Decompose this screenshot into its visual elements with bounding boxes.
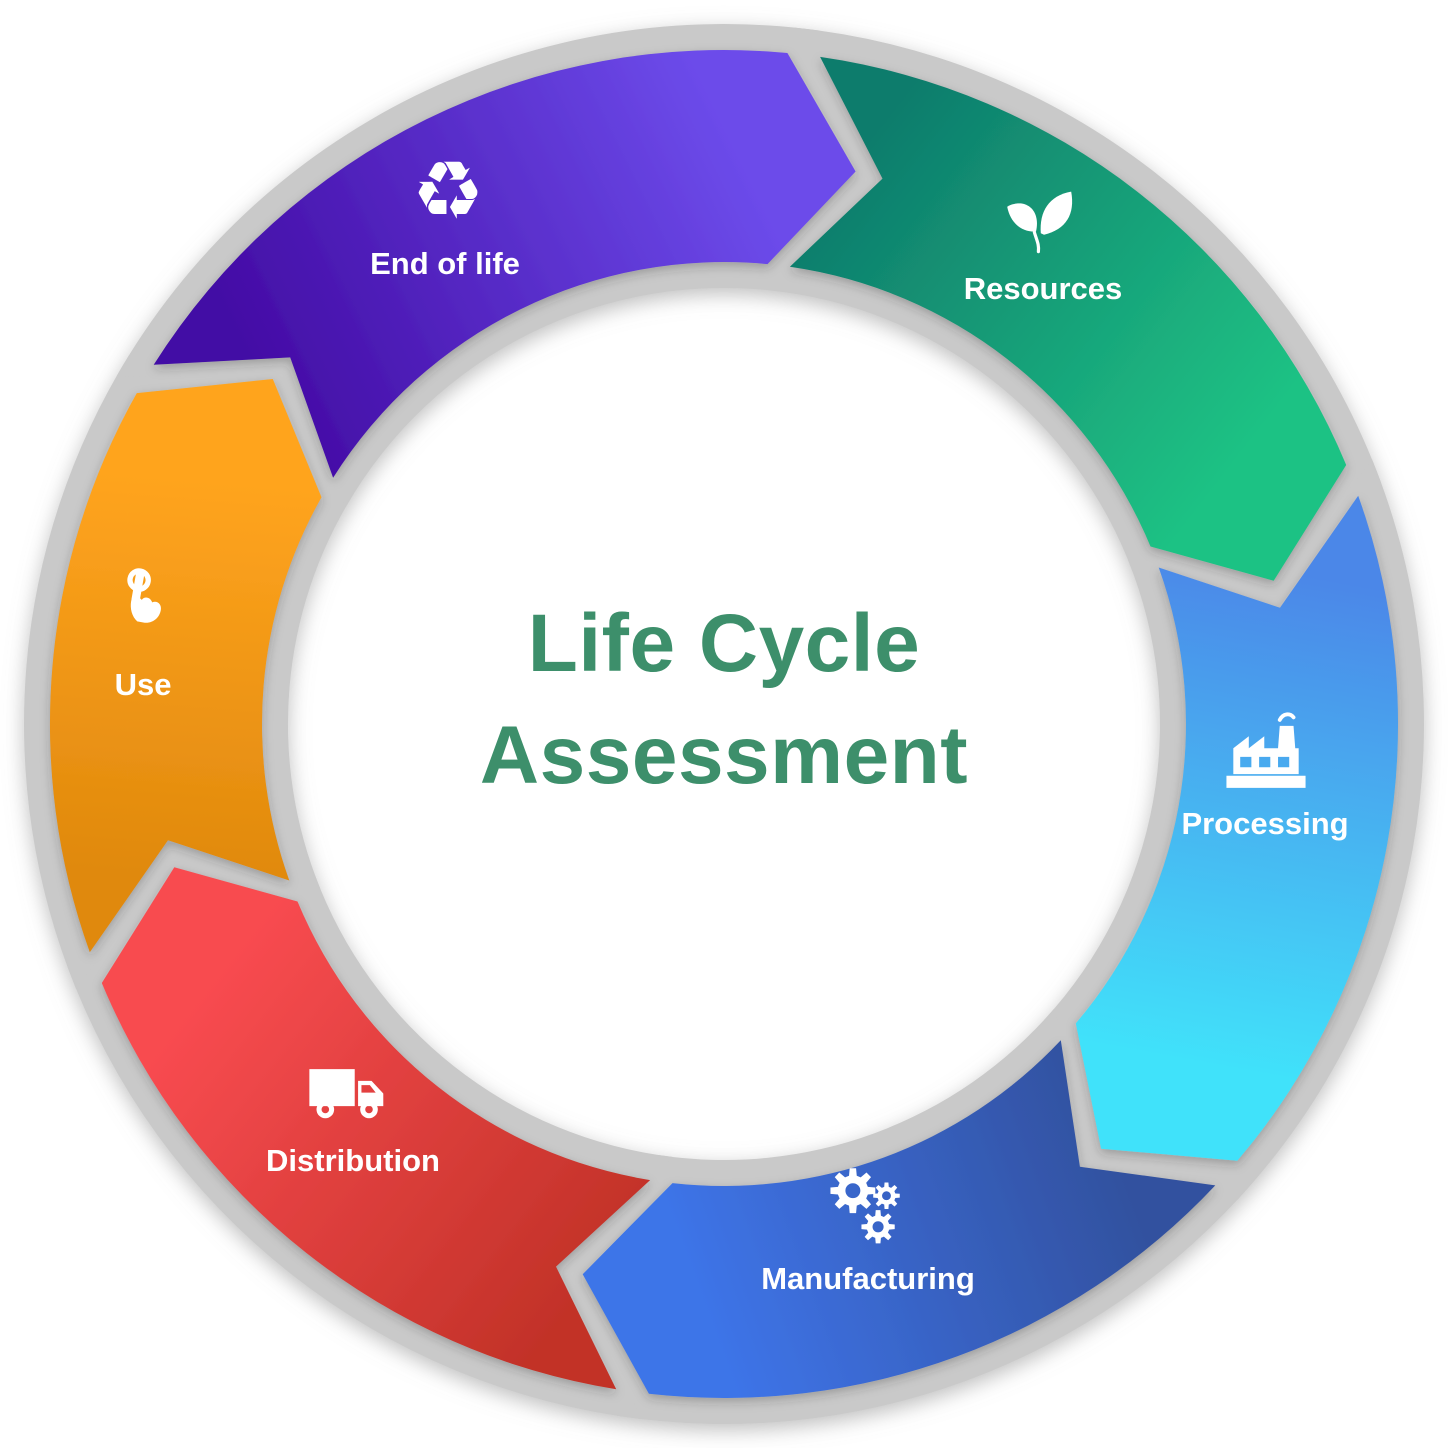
segment-label-use: Use — [115, 667, 172, 702]
title-line-2: Assessment — [479, 710, 969, 801]
touch-icon — [127, 568, 161, 623]
svg-text:♻: ♻ — [412, 144, 484, 238]
segment-arrow-processing — [1075, 495, 1399, 1161]
segment-label-end_of_life: End of life — [370, 246, 520, 281]
recycle-icon: ♻ — [412, 144, 484, 238]
segment-label-processing: Processing — [1181, 806, 1348, 841]
segment-label-distribution: Distribution — [266, 1143, 440, 1178]
segment-arrow-end_of_life — [153, 50, 856, 478]
leaf-icon — [1007, 191, 1073, 254]
cycle-segments — [49, 50, 1399, 1398]
truck-icon — [309, 1069, 384, 1119]
segment-icons: ♻ — [127, 144, 1306, 1244]
segment-arrow-manufacturing — [582, 1040, 1216, 1398]
segment-arrow-use — [49, 379, 322, 953]
segment-label-manufacturing: Manufacturing — [761, 1261, 975, 1296]
segment-label-resources: Resources — [964, 271, 1123, 306]
gears-icon — [830, 1168, 900, 1244]
factory-icon — [1226, 712, 1306, 788]
segment-arrow-resources — [789, 56, 1347, 581]
segment-arrow-distribution — [101, 867, 651, 1390]
page-title: Life Cycle Assessment — [0, 588, 1448, 812]
title-line-1: Life Cycle — [527, 598, 921, 689]
